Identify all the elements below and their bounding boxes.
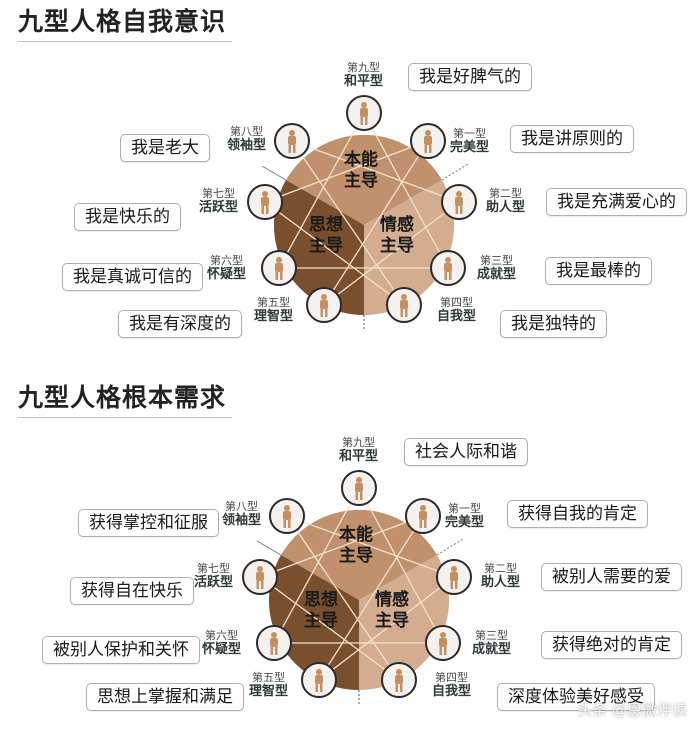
- type-label-8: 第八型领袖型: [227, 125, 267, 153]
- type-label-4: 第四型自我型: [437, 296, 477, 324]
- type-label-6: 第六型怀疑型: [207, 254, 247, 282]
- watermark: 头条 @恩微伴读: [577, 701, 687, 719]
- desc-type-7: 获得自在快乐: [70, 577, 194, 605]
- type-label-6: 第六型怀疑型: [202, 629, 242, 657]
- desc-type-8: 获得掌控和征服: [78, 509, 219, 537]
- type-nodes: [247, 95, 477, 323]
- type-label-7: 第七型活跃型: [194, 562, 234, 590]
- type-label-5: 第五型理智型: [249, 671, 289, 699]
- section-self-awareness: 九型人格自我意识 本能主导 思: [0, 0, 697, 370]
- desc-type-5: 思想上掌握和满足: [86, 683, 244, 711]
- thinking-center-label: 思想主导: [309, 215, 343, 257]
- type-label-4: 第四型自我型: [432, 671, 472, 699]
- section-core-needs: 九型人格根本需求 本能主导 思想主导 情感主导 第九型和平型 第一型完美型: [0, 375, 697, 745]
- type-label-5: 第五型理智型: [254, 296, 294, 324]
- desc-type-9: 我是好脾气的: [408, 63, 532, 91]
- desc-type-1: 获得自我的肯定: [507, 500, 648, 528]
- type-label-3: 第三型成就型: [472, 629, 512, 657]
- desc-type-2: 被别人需要的爱: [541, 563, 682, 591]
- thinking-center-label: 思想主导: [304, 590, 338, 632]
- desc-type-8: 我是老大: [120, 134, 210, 162]
- feeling-sector: [364, 180, 455, 315]
- type-nodes: [242, 470, 472, 698]
- type-label-2: 第二型助人型: [486, 187, 526, 215]
- instinct-center-label: 本能主导: [339, 525, 373, 567]
- instinct-sector: [281, 509, 437, 600]
- feeling-center-label: 情感主导: [380, 215, 414, 257]
- type-label-9: 第九型和平型: [339, 436, 379, 464]
- type-label-1: 第一型完美型: [450, 127, 490, 155]
- section-title: 九型人格自我意识: [18, 2, 233, 42]
- desc-type-1: 我是讲原则的: [510, 125, 634, 153]
- section-title: 九型人格根本需求: [18, 378, 233, 418]
- instinct-sector: [286, 134, 442, 225]
- desc-type-2: 我是充满爱心的: [546, 188, 687, 216]
- desc-type-6: 我是真诚可信的: [62, 263, 203, 291]
- type-label-9: 第九型和平型: [344, 61, 384, 89]
- desc-type-4: 我是独特的: [500, 310, 607, 338]
- desc-type-3: 我是最棒的: [545, 257, 652, 285]
- type-label-3: 第三型成就型: [477, 254, 517, 282]
- desc-type-9: 社会人际和谐: [404, 438, 528, 466]
- enneagram-diagram: [242, 470, 472, 705]
- desc-type-4: 深度体验美好感受: [497, 683, 655, 711]
- instinct-center-label: 本能主导: [344, 150, 378, 192]
- desc-type-7: 我是快乐的: [74, 203, 181, 231]
- desc-type-3: 获得绝对的肯定: [541, 631, 682, 659]
- feeling-center-label: 情感主导: [375, 590, 409, 632]
- type-label-2: 第二型助人型: [481, 562, 521, 590]
- feeling-sector: [359, 555, 450, 690]
- type-label-1: 第一型完美型: [445, 502, 485, 530]
- desc-type-5: 我是有深度的: [118, 310, 242, 338]
- enneagram-diagram: [247, 95, 477, 330]
- desc-type-6: 被别人保护和关怀: [42, 636, 200, 664]
- type-label-8: 第八型领袖型: [222, 500, 262, 528]
- type-label-7: 第七型活跃型: [199, 187, 239, 215]
